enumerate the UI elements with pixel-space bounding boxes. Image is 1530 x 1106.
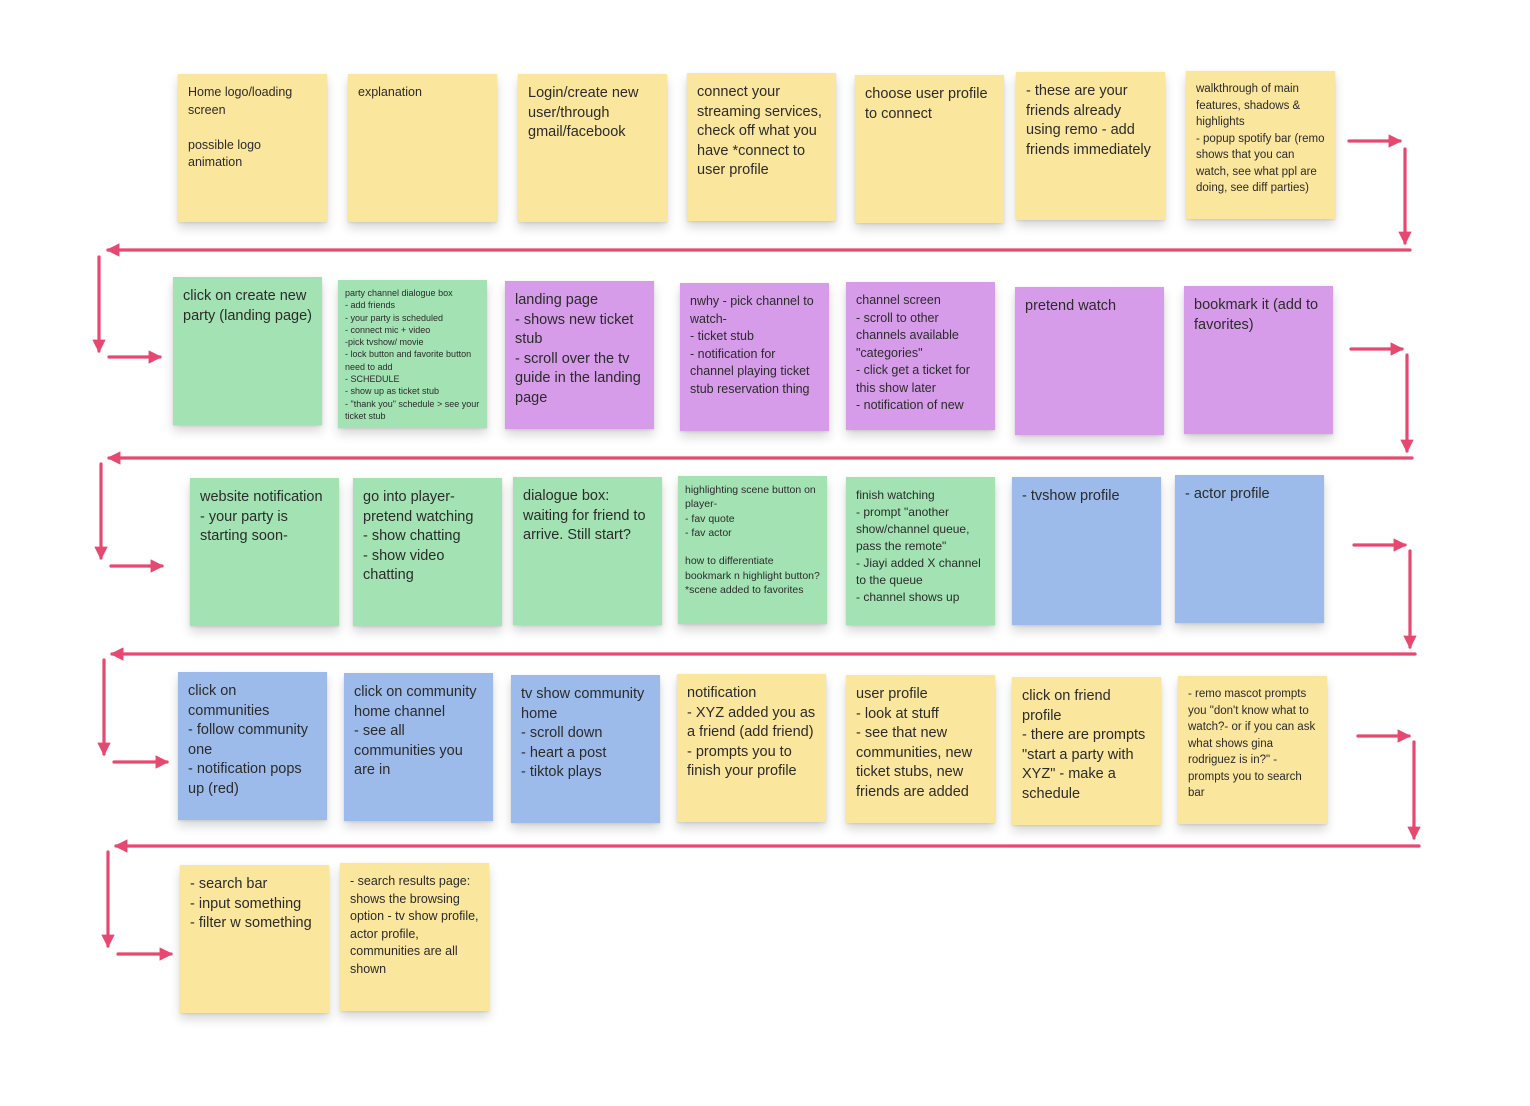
- sticky-note-tvshow-community[interactable]: tv show community home - scroll down - h…: [511, 675, 660, 823]
- sticky-note-create-party[interactable]: click on create new party (landing page): [173, 277, 322, 425]
- sticky-note-choose-profile[interactable]: choose user profile to connect: [855, 75, 1004, 223]
- sticky-note-actor-profile[interactable]: - actor profile: [1175, 475, 1324, 623]
- sticky-note-highlight-scene[interactable]: highlighting scene button on player- - f…: [678, 476, 827, 624]
- sticky-note-friends-using-remo[interactable]: - these are your friends already using r…: [1016, 72, 1165, 220]
- sticky-note-friend-notification[interactable]: notification - XYZ added you as a friend…: [677, 674, 826, 822]
- sticky-note-waiting-dialogue[interactable]: dialogue box: waiting for friend to arri…: [513, 477, 662, 625]
- sticky-note-pretend-watch[interactable]: pretend watch: [1015, 287, 1164, 435]
- sticky-note-pick-channel[interactable]: nwhy - pick channel to watch- - ticket s…: [680, 283, 829, 431]
- sticky-note-remo-mascot[interactable]: - remo mascot prompts you "don't know wh…: [1178, 676, 1327, 824]
- sticky-note-login[interactable]: Login/create new user/through gmail/face…: [518, 74, 667, 222]
- sticky-note-bookmark[interactable]: bookmark it (add to favorites): [1184, 286, 1333, 434]
- sticky-note-tvshow-profile[interactable]: - tvshow profile: [1012, 477, 1161, 625]
- sticky-note-search-results[interactable]: - search results page: shows the browsin…: [340, 863, 489, 1011]
- sticky-note-search-bar[interactable]: - search bar - input something - filter …: [180, 865, 329, 1013]
- sticky-note-connect-streaming[interactable]: connect your streaming services, check o…: [687, 73, 836, 221]
- sticky-note-walkthrough[interactable]: walkthrough of main features, shadows & …: [1186, 71, 1335, 219]
- sticky-note-website-notification[interactable]: website notification - your party is sta…: [190, 478, 339, 626]
- sticky-note-landing-page[interactable]: landing page - shows new ticket stub - s…: [505, 281, 654, 429]
- sticky-note-community-home-channel[interactable]: click on community home channel - see al…: [344, 673, 493, 821]
- sticky-note-party-dialogue[interactable]: party channel dialogue box - add friends…: [338, 280, 487, 428]
- sticky-note-player-watching[interactable]: go into player- pretend watching - show …: [353, 478, 502, 626]
- sticky-note-communities[interactable]: click on communities - follow community …: [178, 672, 327, 820]
- sticky-note-channel-screen[interactable]: channel screen - scroll to other channel…: [846, 282, 995, 430]
- sticky-note-home-logo[interactable]: Home logo/loading screen possible logo a…: [178, 74, 327, 222]
- sticky-note-explanation[interactable]: explanation: [348, 74, 497, 222]
- sticky-note-friend-profile[interactable]: click on friend profile - there are prom…: [1012, 677, 1161, 825]
- sticky-note-user-profile[interactable]: user profile - look at stuff - see that …: [846, 675, 995, 823]
- sticky-note-finish-watching[interactable]: finish watching - prompt "another show/c…: [846, 477, 995, 625]
